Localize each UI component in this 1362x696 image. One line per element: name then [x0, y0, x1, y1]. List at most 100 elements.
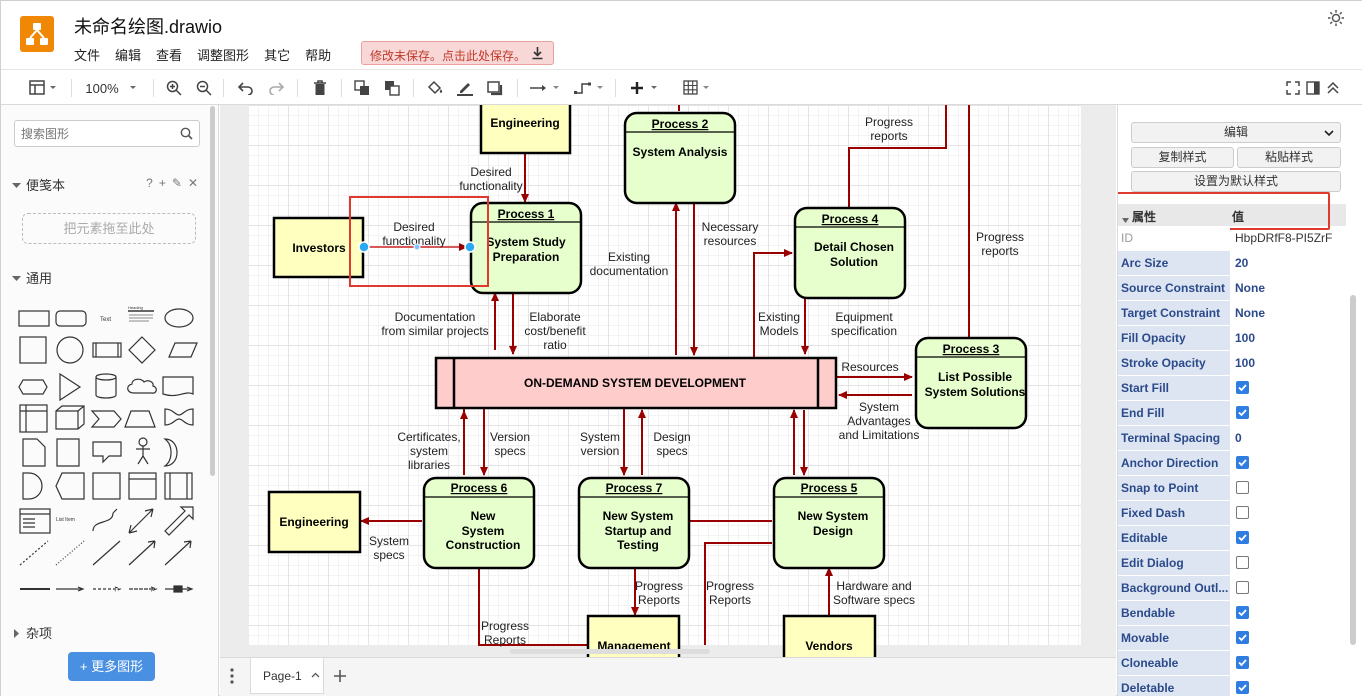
shape-actor[interactable]	[138, 437, 148, 447]
label-desired-func-left-2[interactable]: functionality	[382, 234, 445, 248]
shape-square[interactable]	[19, 336, 47, 364]
edge-handle-middle[interactable]	[413, 243, 421, 251]
label-resources[interactable]: Resources	[841, 360, 898, 374]
shape-cloud[interactable]	[127, 378, 157, 394]
menu-arrange[interactable]: 调整图形	[197, 48, 250, 63]
paste-style-button[interactable]: 粘贴样式	[1237, 147, 1341, 168]
label-system-version-1[interactable]: System	[580, 430, 620, 444]
shape-container[interactable]	[19, 404, 48, 433]
undo-icon[interactable]	[235, 70, 257, 106]
general-header[interactable]: 通用	[1, 265, 206, 287]
process-5[interactable]: Process 5 New System Design	[772, 476, 886, 570]
property-checkbox[interactable]	[1236, 531, 1249, 544]
label-necessary-res-2[interactable]: resources	[704, 234, 757, 248]
shape-or[interactable]	[163, 438, 178, 467]
label-version-specs-2[interactable]: specs	[494, 444, 525, 458]
shape-curve[interactable]	[92, 508, 118, 532]
connection-icon[interactable]	[527, 70, 563, 106]
diagram-canvas[interactable]: Engineering Investors Engineering Manage…	[220, 105, 1116, 657]
label-equipment-spec-1[interactable]: Equipment	[835, 310, 893, 324]
property-checkbox[interactable]	[1236, 656, 1249, 669]
page-tab[interactable]: Page-1	[250, 658, 324, 694]
process-7[interactable]: Process 7 New System Startup and Testing	[577, 476, 691, 570]
shape-note[interactable]	[22, 438, 46, 467]
shape-dotted-line[interactable]	[55, 540, 85, 566]
search-icon[interactable]	[180, 127, 193, 143]
theme-sun-icon[interactable]	[1327, 9, 1345, 30]
label-system-specs-2[interactable]: specs	[373, 548, 404, 562]
property-checkbox[interactable]	[1236, 481, 1249, 494]
property-checkbox[interactable]	[1236, 406, 1249, 419]
property-value[interactable]: 20	[1235, 256, 1249, 270]
shape-hexagon[interactable]	[18, 379, 48, 395]
shadow-icon[interactable]	[483, 70, 507, 106]
canvas-horizontal-scrollbar[interactable]	[510, 649, 710, 654]
shape-triangle[interactable]	[59, 372, 82, 402]
edge-p6-management[interactable]	[478, 568, 587, 646]
label-desired-func-top-1[interactable]: Desired	[470, 165, 511, 179]
shape-trapezoid[interactable]	[124, 410, 156, 428]
collapse-icon[interactable]	[1323, 70, 1343, 106]
shape-connector-3-labels[interactable]	[129, 586, 158, 592]
label-system-adv-3[interactable]: and Limitations	[839, 428, 920, 442]
shape-bidirectional-arrow[interactable]	[128, 508, 154, 534]
shape-ellipse[interactable]	[164, 308, 194, 328]
label-elaborate-1[interactable]: Elaborate	[529, 310, 581, 324]
label-existing-models-2[interactable]: Models	[760, 324, 799, 338]
fill-color-icon[interactable]	[423, 70, 447, 106]
shape-list[interactable]	[164, 472, 193, 500]
shape-step[interactable]	[90, 410, 122, 428]
document-title[interactable]: 未命名绘图.drawio	[74, 17, 223, 37]
property-checkbox[interactable]	[1236, 506, 1249, 519]
label-doc-similar-1[interactable]: Documentation	[395, 310, 476, 324]
shape-tape[interactable]	[164, 408, 194, 426]
process-1[interactable]: Process 1 System Study Preparation	[469, 201, 583, 295]
property-checkbox[interactable]	[1236, 581, 1249, 594]
label-progress-reports-top-2[interactable]: reports	[870, 129, 907, 143]
entity-investors[interactable]: Investors	[272, 216, 365, 279]
label-progress-p7-2[interactable]: Reports	[638, 593, 680, 607]
label-progress-p6-1[interactable]: Progress	[481, 619, 529, 633]
label-progress-reports-right-2[interactable]: reports	[981, 244, 1018, 258]
menu-extras[interactable]: 其它	[264, 48, 291, 63]
help-icon[interactable]: ?	[146, 176, 153, 190]
label-system-version-2[interactable]: version	[581, 444, 620, 458]
drawio-logo[interactable]	[20, 16, 54, 52]
shape-cube[interactable]	[55, 405, 85, 430]
edge-handle-end[interactable]	[464, 241, 476, 253]
shape-callout[interactable]	[92, 441, 122, 464]
label-desired-func-left-1[interactable]: Desired	[393, 220, 434, 234]
process-3[interactable]: Process 3 List Possible System Solutions	[914, 336, 1028, 430]
label-design-specs-2[interactable]: specs	[656, 444, 687, 458]
label-certificates-3[interactable]: libraries	[408, 458, 450, 472]
set-default-style-button[interactable]: 设置为默认样式	[1131, 171, 1341, 192]
delete-icon[interactable]	[309, 70, 331, 106]
label-progress-p5-1[interactable]: Progress	[706, 579, 754, 593]
entity-engineering-top[interactable]: Engineering	[479, 105, 572, 155]
property-checkbox[interactable]	[1236, 606, 1249, 619]
close-icon[interactable]: ✕	[187, 176, 198, 190]
property-checkbox[interactable]	[1236, 556, 1249, 569]
shape-list-item[interactable]: List Item	[56, 517, 75, 523]
format-panel-icon[interactable]	[25, 70, 61, 106]
misc-header[interactable]: 杂项	[1, 620, 206, 642]
label-version-specs-1[interactable]: Version	[490, 430, 530, 444]
scratchpad-header[interactable]: 便笺本 ? + ✎ ✕	[1, 172, 206, 194]
label-elaborate-3[interactable]: ratio	[543, 338, 567, 352]
property-checkbox[interactable]	[1236, 381, 1249, 394]
label-necessary-res-1[interactable]: Necessary	[702, 220, 759, 234]
scratchpad-dropzone[interactable]: 把元素拖至此处	[22, 213, 196, 244]
to-back-icon[interactable]	[381, 70, 403, 106]
menu-edit[interactable]: 编辑	[115, 48, 142, 63]
zoom-dropdown[interactable]: 100%	[81, 70, 143, 106]
shape-delay[interactable]	[22, 472, 43, 500]
property-value[interactable]: None	[1235, 281, 1265, 295]
label-system-specs-1[interactable]: System	[369, 534, 409, 548]
shape-display[interactable]	[55, 472, 85, 500]
property-checkbox[interactable]	[1236, 631, 1249, 644]
shape-connector-label[interactable]	[56, 586, 85, 592]
shape-diamond[interactable]	[128, 336, 156, 364]
label-system-adv-2[interactable]: Advantages	[847, 414, 910, 428]
zoom-out-icon[interactable]	[193, 70, 215, 106]
fullscreen-icon[interactable]	[1283, 70, 1303, 106]
